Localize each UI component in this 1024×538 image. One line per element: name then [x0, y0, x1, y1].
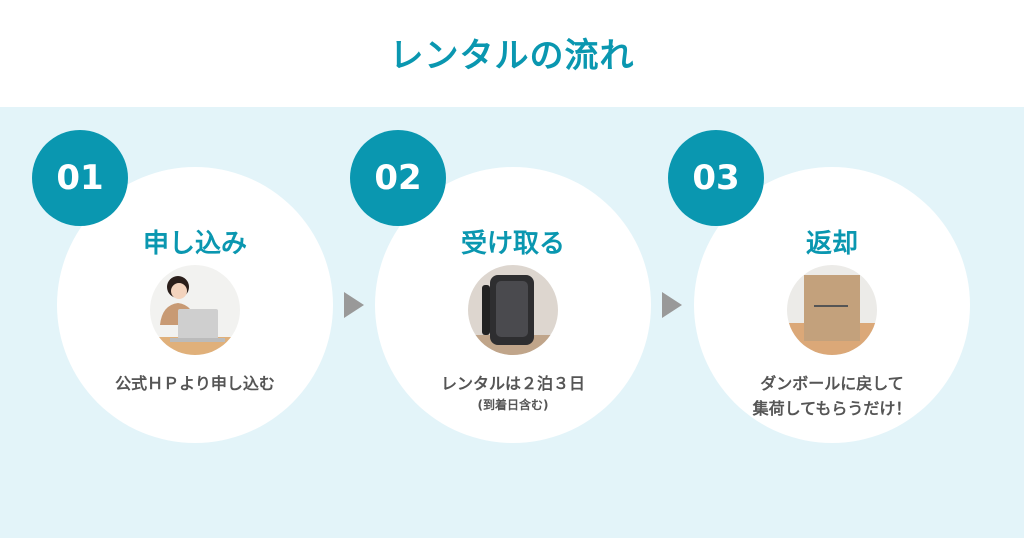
backpack-photo — [468, 265, 558, 355]
step-description-text: レンタルは２泊３日 — [440, 374, 585, 393]
step-description: ダンボールに戻して集荷してもらうだけ！ — [694, 371, 970, 421]
page-title: レンタルの流れ — [389, 36, 635, 76]
step-description-line1: ダンボールに戻して — [760, 374, 904, 393]
step-title: 返却 — [805, 229, 858, 259]
step-title: 受け取る — [460, 229, 565, 259]
step-number-badge: 03 — [668, 130, 764, 226]
cardboard-box-photo — [787, 265, 877, 355]
step-note: (到着日含む) — [477, 398, 549, 412]
step-description: 公式ＨＰより申し込む — [115, 374, 275, 393]
woman-laptop-photo — [150, 265, 240, 355]
step-title: 申し込み — [142, 229, 247, 259]
arrow-right-icon — [344, 292, 364, 318]
step-description-line2: 集荷してもらうだけ！ — [752, 399, 912, 418]
step-card-2: 受け取る レンタルは２泊３日 (到着日含む) — [375, 167, 651, 443]
header: レンタルの流れ — [0, 0, 1024, 107]
step-description: レンタルは２泊３日 (到着日含む) — [375, 371, 651, 414]
step-number-badge: 01 — [32, 130, 128, 226]
step-number-badge: 02 — [350, 130, 446, 226]
step-card-3: 返却 ダンボールに戻して集荷してもらうだけ！ — [694, 167, 970, 443]
arrow-right-icon — [662, 292, 682, 318]
